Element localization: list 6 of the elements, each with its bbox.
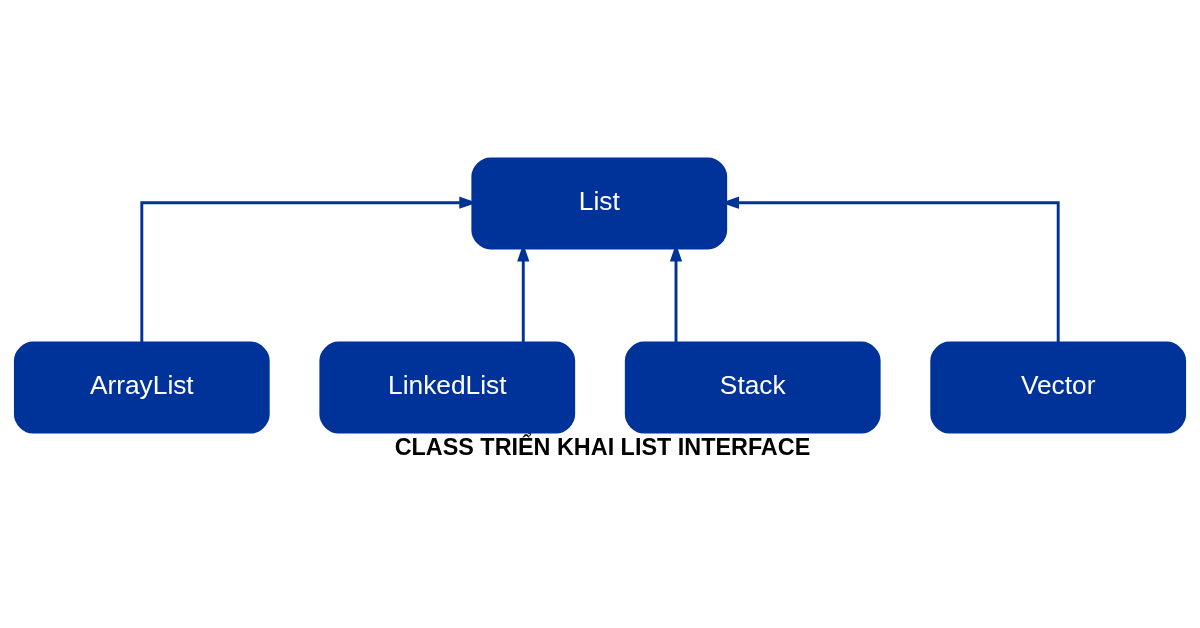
node-box: List	[471, 156, 728, 249]
node-box: Stack	[624, 341, 881, 434]
node-box: LinkedList	[319, 341, 576, 434]
node-box: ArrayList	[13, 341, 270, 434]
caption: CLASS TRIỂN KHAI LIST INTERFACE	[394, 433, 811, 460]
node-box: Vector	[930, 341, 1187, 434]
